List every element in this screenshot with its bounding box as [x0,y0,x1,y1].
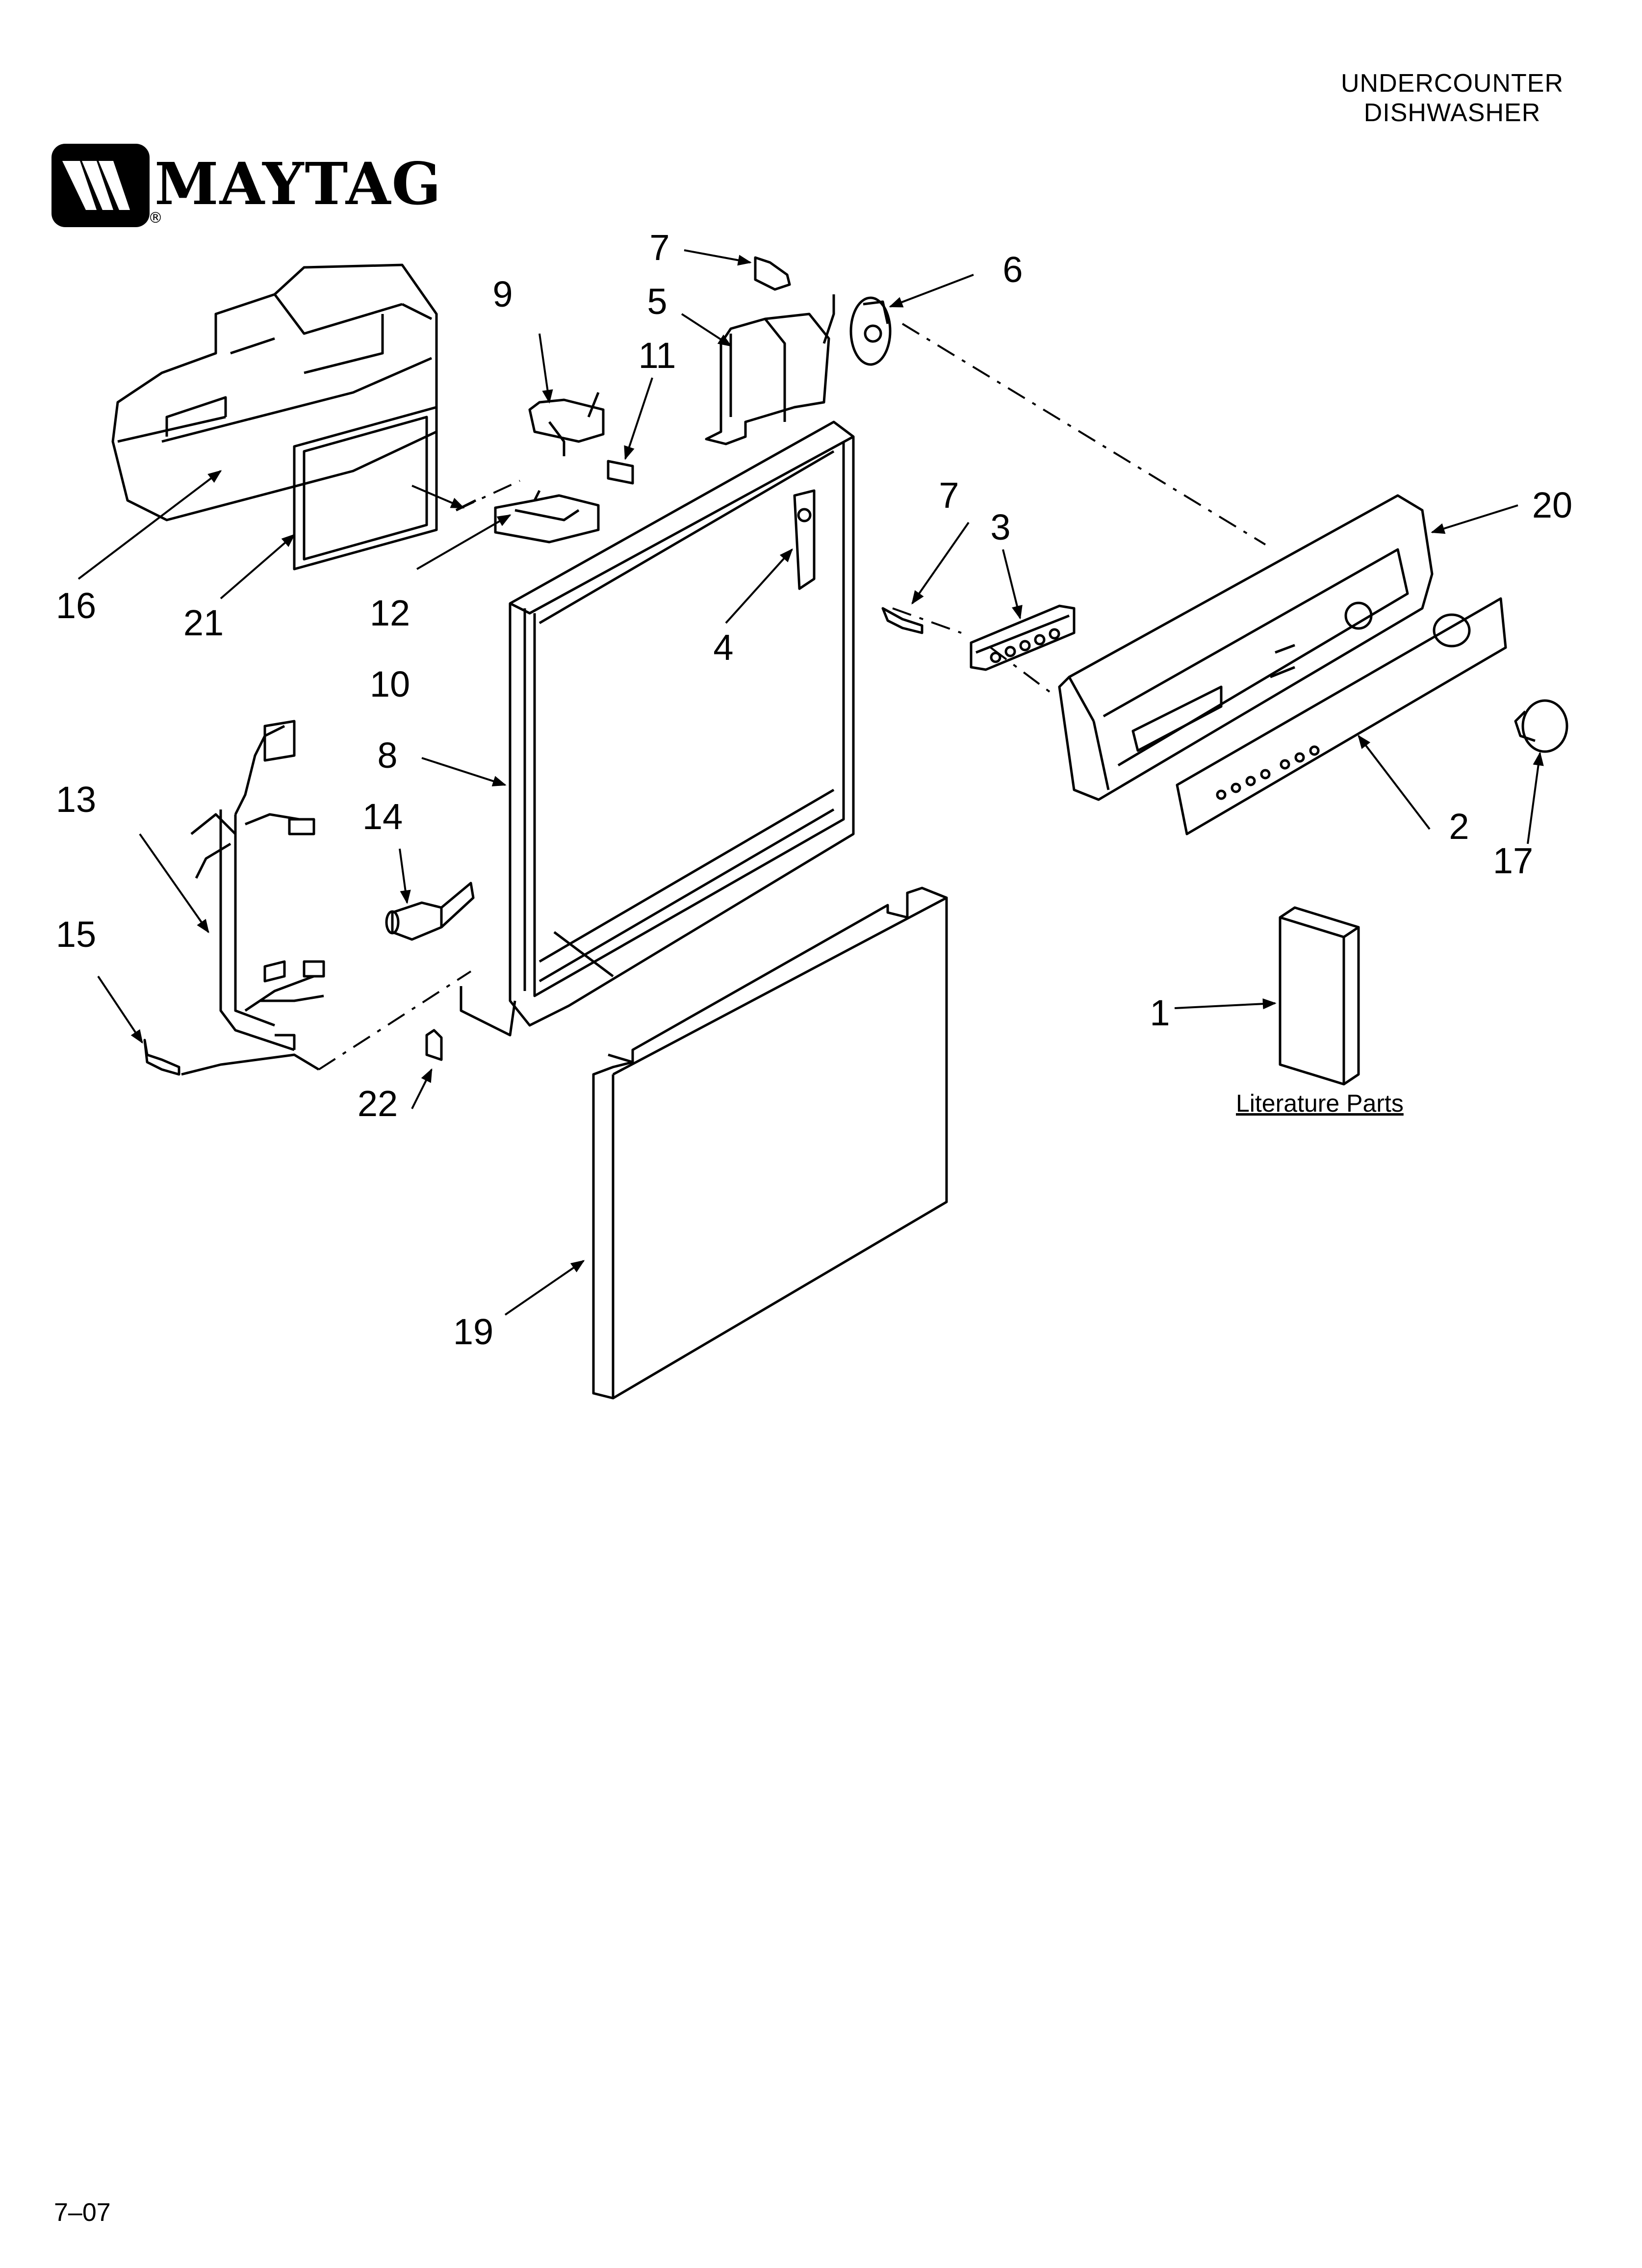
part-7-screw-middle [881,607,924,634]
page-number: 7–07 [54,2198,111,2227]
part-3-button-module [970,604,1076,671]
callout-9: 9 [492,274,513,314]
callout-8: 8 [377,735,398,776]
part-15-screw [143,1039,180,1076]
callout-13: 13 [55,779,97,820]
callout-11: 11 [638,335,676,376]
callout-19: 19 [453,1311,494,1352]
callout-6: 6 [1002,249,1023,290]
callout-arrows [77,249,1544,1316]
assembly-leader-lines [318,323,1266,1070]
callout-7-middle: 7 [939,475,959,516]
part-1-literature [1279,906,1360,1086]
callout-1: 1 [1150,992,1170,1033]
part-8-door-frame [460,420,855,1037]
part-9-latch [528,392,605,456]
callout-21: 21 [183,602,224,643]
callout-5: 5 [647,281,667,322]
maytag-logo: MAYTAG ® [51,140,441,238]
part-17-knob [1514,699,1568,753]
callout-10: 10 [369,664,410,704]
callout-15: 15 [55,914,97,955]
part-22-clip [425,1029,443,1061]
literature-parts-label: Literature Parts [1236,1090,1404,1117]
part-6-dial [849,296,892,366]
callout-17: 17 [1492,840,1534,881]
part-21-shield [293,406,438,571]
part-19-access-panel [592,886,948,1400]
part-16-housing [111,263,438,521]
diagram-header: UNDERCOUNTER DISHWASHER [1341,69,1564,128]
callout-7-top: 7 [649,227,670,268]
maytag-logo-mark-icon [51,144,150,227]
header-line-1: UNDERCOUNTER [1341,69,1564,98]
part-11-switch [607,460,634,485]
part-5-control-bracket [705,294,835,445]
part-7-screw-top [754,256,791,291]
part-10-latch-housing [494,490,600,544]
registered-mark: ® [148,209,163,227]
callout-20: 20 [1532,485,1573,525]
callout-2: 2 [1449,806,1469,847]
part-14-connector [385,882,475,941]
maytag-wordmark: MAYTAG [154,150,442,218]
header-line-2: DISHWASHER [1363,99,1541,127]
callout-14: 14 [362,796,403,837]
callout-16: 16 [55,585,97,626]
part-20-console [1058,494,1434,801]
callout-3: 3 [990,507,1011,547]
part-13-wire-harness [181,720,325,1076]
part-2-overlay [1176,597,1507,835]
callout-12: 12 [369,593,410,633]
callout-22: 22 [357,1083,398,1124]
callout-4: 4 [713,627,734,668]
